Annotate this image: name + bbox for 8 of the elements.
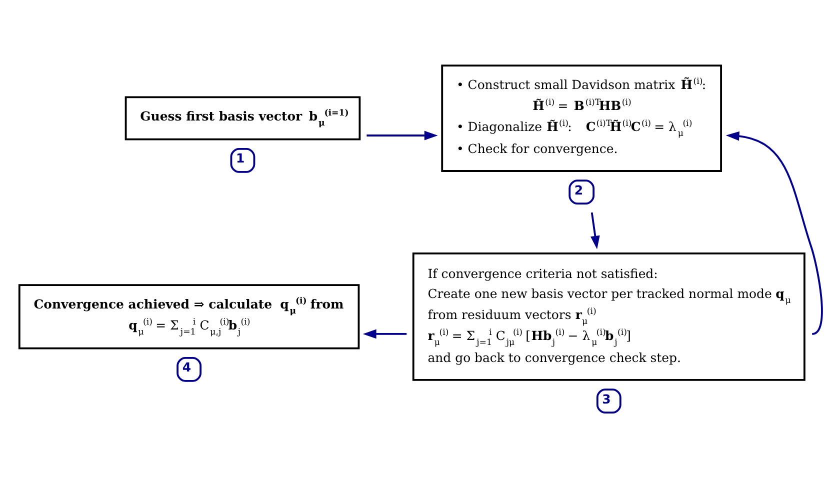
arrow — [590, 212, 600, 250]
node-label: 2 — [574, 182, 584, 198]
arrow — [366, 130, 438, 140]
arrow — [726, 131, 823, 335]
arrow — [362, 329, 407, 339]
node-label: 4 — [182, 360, 192, 375]
node-label: 1 — [236, 150, 245, 166]
node-label: 3 — [602, 391, 611, 406]
